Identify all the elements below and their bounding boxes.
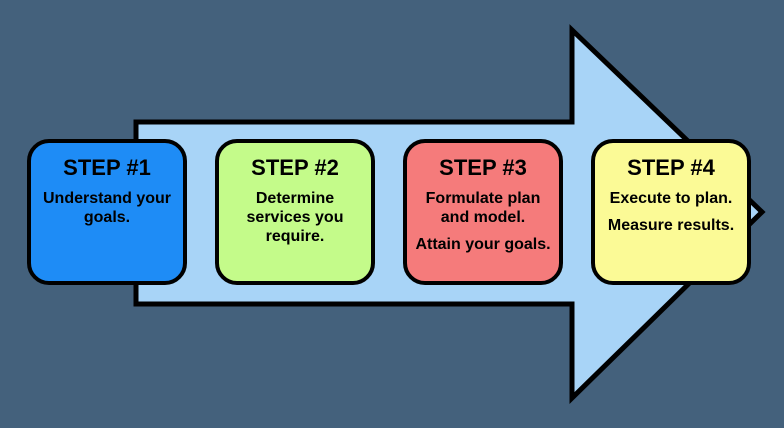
- step-2-box: STEP #2 Determine services you require.: [215, 139, 375, 285]
- step-2-title: STEP #2: [251, 155, 339, 180]
- step-2-text: Determine services you require.: [246, 190, 344, 245]
- step-4-title: STEP #4: [627, 155, 715, 180]
- step-4-box: STEP #4 Execute to plan. Measure results…: [591, 139, 751, 285]
- step-4-text-1: Execute to plan.: [609, 190, 733, 207]
- step-3-text-2: Attain your goals.: [415, 236, 551, 253]
- step-3-text-1: Formulate plan and model.: [425, 190, 541, 226]
- step-1-title: STEP #1: [63, 155, 151, 180]
- step-3-box: STEP #3 Formulate plan and model. Attain…: [403, 139, 563, 285]
- step-1-text: Understand your goals.: [42, 190, 171, 226]
- step-3-title: STEP #3: [439, 155, 527, 180]
- step-1-box: STEP #1 Understand your goals.: [27, 139, 187, 285]
- step-4-text-2: Measure results.: [607, 217, 735, 234]
